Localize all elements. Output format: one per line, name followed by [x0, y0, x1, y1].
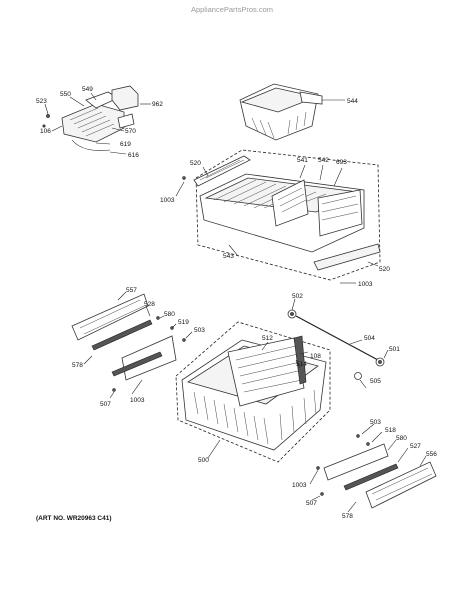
ice-bucket	[239, 83, 323, 141]
icemaker-leaders	[44, 92, 151, 155]
callout-106: 106	[40, 128, 51, 135]
callout-962: 962	[152, 101, 163, 108]
callout-543: 543	[223, 253, 234, 260]
callout-619: 619	[120, 141, 131, 148]
callout-519: 519	[178, 319, 189, 326]
drawer-shaft-assembly	[287, 309, 385, 380]
callout-108: 108	[310, 353, 321, 360]
callout-544: 544	[347, 98, 358, 105]
callout-556: 556	[426, 451, 437, 458]
callout-504: 504	[364, 335, 375, 342]
callout-557: 557	[126, 287, 137, 294]
shaft-leaders	[291, 298, 389, 389]
callout-505: 505	[370, 378, 381, 385]
callout-520-right: 520	[379, 266, 390, 273]
callout-503-left: 503	[194, 327, 205, 334]
screw-upper	[182, 176, 186, 180]
icemaker-assembly	[42, 85, 139, 151]
callout-501: 501	[389, 346, 400, 353]
callout-549: 549	[82, 86, 93, 93]
callout-1003-left: 1003	[130, 397, 145, 404]
callout-528-left: 528	[144, 301, 155, 308]
upper-drawer-outline	[195, 149, 381, 281]
callout-580-left: 580	[164, 311, 175, 318]
callout-693: 693	[336, 159, 347, 166]
left-rail-leaders	[83, 291, 193, 399]
callout-616: 616	[128, 152, 139, 159]
callout-520-top: 520	[190, 160, 201, 167]
right-rail-leaders	[309, 423, 427, 513]
callout-527: 527	[410, 443, 421, 450]
callout-550: 550	[60, 91, 71, 98]
upper-drawer-leaders	[175, 164, 379, 284]
callout-1003-right: 1003	[358, 281, 373, 288]
callout-518: 518	[385, 427, 396, 434]
callout-1003-upper: 1003	[160, 197, 175, 204]
art-number: (ART NO. WR20963 C41)	[36, 515, 112, 522]
callout-507-right: 507	[306, 500, 317, 507]
callout-580-right: 580	[396, 435, 407, 442]
right-slide-rail-assembly	[316, 434, 437, 509]
basket-leaders	[207, 341, 309, 459]
callout-503-right: 503	[370, 419, 381, 426]
callout-542: 542	[318, 157, 329, 164]
callout-507-left: 507	[100, 401, 111, 408]
callout-1003-bottom: 1003	[292, 482, 307, 489]
lower-basket-outline	[175, 321, 331, 463]
callout-570: 570	[125, 128, 136, 135]
callout-523: 523	[36, 98, 47, 105]
callout-502: 502	[292, 293, 303, 300]
callout-514: 514	[296, 361, 307, 368]
left-slide-rail-assembly	[71, 293, 186, 392]
callout-578-right: 578	[342, 513, 353, 520]
watermark: AppliancePartsPros.com	[191, 5, 273, 14]
callout-500: 500	[198, 457, 209, 464]
lower-freezer-basket	[181, 335, 327, 451]
callout-578-left: 578	[72, 362, 83, 369]
callout-512: 512	[262, 335, 273, 342]
callout-541: 541	[297, 157, 308, 164]
upper-drawer	[193, 155, 381, 271]
